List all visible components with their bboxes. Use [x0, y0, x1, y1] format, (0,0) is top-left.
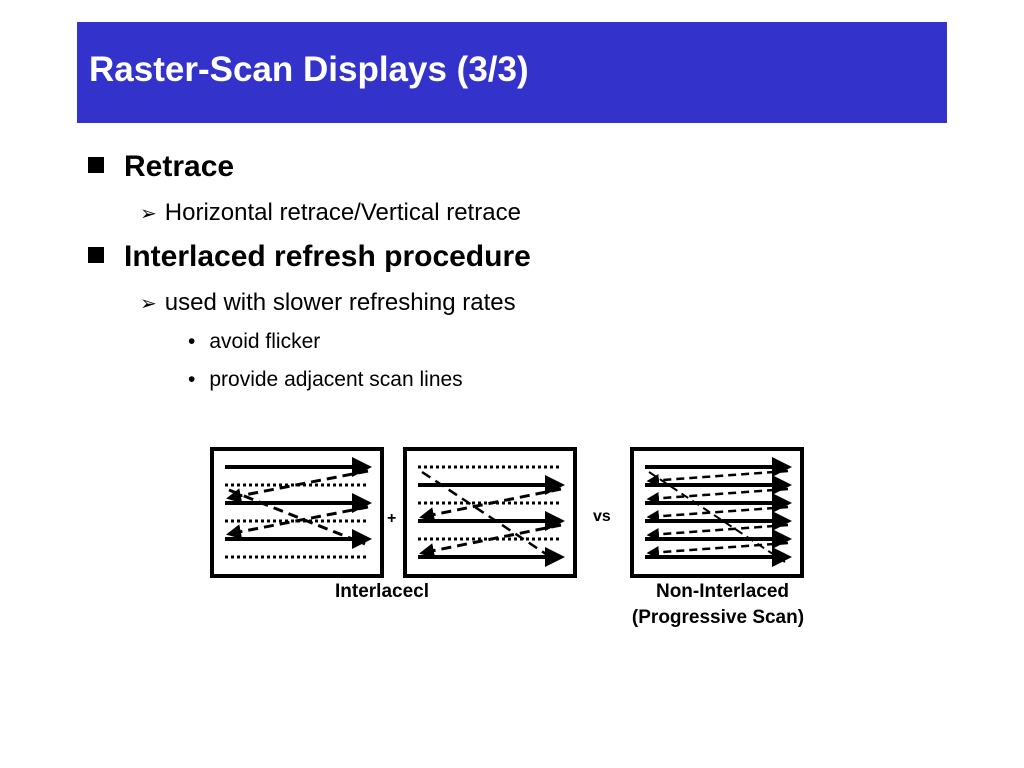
plus-operator: + — [387, 510, 396, 527]
square-bullet-icon — [88, 157, 104, 173]
bullet-text: Retrace — [124, 150, 235, 183]
slide-title: Raster-Scan Displays (3/3) — [89, 50, 529, 89]
arrowhead-bullet-icon: ➢ — [140, 203, 157, 225]
bullet-retrace: Retrace — [88, 150, 234, 184]
vs-operator: vs — [593, 508, 611, 525]
sub-bullet-text: Horizontal retrace/Vertical retrace — [164, 199, 521, 226]
sub-bullet-horizontal-retrace: ➢ Horizontal retrace/Vertical retrace — [140, 199, 521, 227]
sub-sub-bullet-avoid-flicker: • avoid flicker — [188, 330, 320, 354]
arrowhead-bullet-icon: ➢ — [140, 293, 157, 315]
sub-sub-bullet-text: avoid flicker — [209, 330, 321, 353]
sub-sub-bullet-adjacent-lines: • provide adjacent scan lines — [188, 368, 463, 392]
non-interlaced-caption-line2: (Progressive Scan) — [631, 607, 805, 628]
interlaced-field-1-panel — [210, 447, 384, 578]
dot-bullet-icon: • — [188, 368, 196, 391]
interlaced-field-2-panel — [403, 447, 577, 578]
interlace-diagram: + vs — [205, 440, 815, 640]
bullet-text: Interlaced refresh procedure — [124, 240, 531, 273]
dot-bullet-icon: • — [188, 330, 196, 353]
interlaced-caption: Interlacecl — [335, 581, 429, 602]
title-bar: Raster-Scan Displays (3/3) — [77, 22, 947, 123]
sub-sub-bullet-text: provide adjacent scan lines — [209, 368, 463, 391]
progressive-scan-panel — [630, 447, 804, 578]
bullet-interlaced-refresh: Interlaced refresh procedure — [88, 240, 531, 274]
scan-diagram-graphic: + vs — [210, 447, 804, 578]
square-bullet-icon — [88, 247, 104, 263]
sub-bullet-slower-rates: ➢ used with slower refreshing rates — [140, 289, 516, 317]
non-interlaced-caption-line1: Non-Interlaced — [655, 581, 790, 602]
sub-bullet-text: used with slower refreshing rates — [164, 289, 516, 316]
